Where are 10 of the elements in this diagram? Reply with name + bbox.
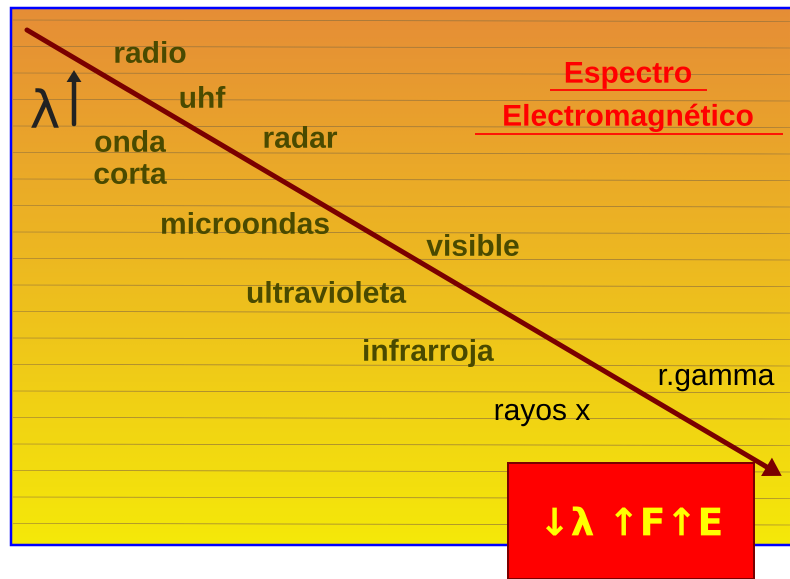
band-label: r.gamma bbox=[660, 368, 774, 392]
band-label: ultravioleta bbox=[248, 281, 406, 304]
wavelength-symbol: λ bbox=[31, 88, 59, 128]
band-label: infrarroja bbox=[364, 339, 494, 367]
band-label: radar bbox=[264, 126, 338, 148]
band-label: microondas bbox=[162, 212, 329, 234]
band-label: radio bbox=[115, 41, 186, 64]
band-label: rayos x bbox=[496, 404, 590, 426]
band-label: visible bbox=[426, 234, 519, 256]
summary-box: ↓λ ↑F↑E bbox=[507, 462, 755, 579]
